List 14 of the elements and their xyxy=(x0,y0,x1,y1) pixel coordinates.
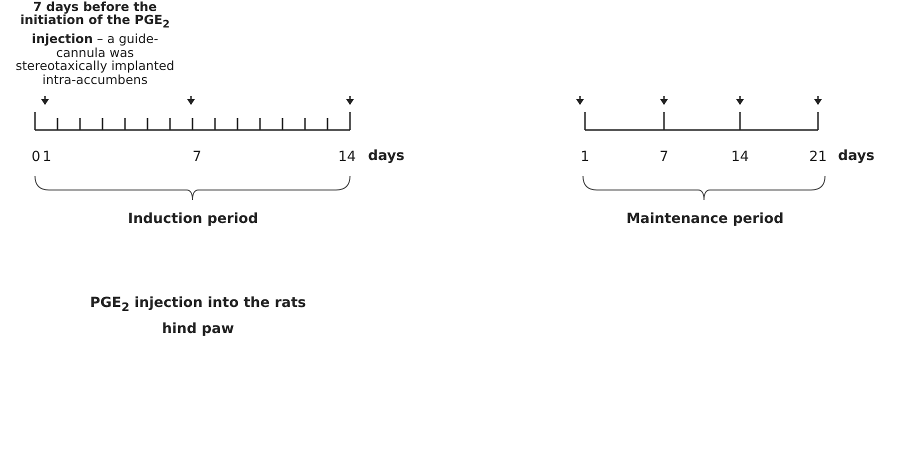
axis-unit: days xyxy=(368,147,404,165)
tick-label: 0 xyxy=(32,148,40,166)
period-label: Induction period xyxy=(128,210,258,228)
tick-label: 1 xyxy=(580,148,590,166)
axis-unit: days xyxy=(838,147,874,165)
caption-text: PGE$_{2}$ injection into the rats hind paw xyxy=(89,294,307,339)
tick-label: 1 xyxy=(42,148,52,166)
note-text: 7 days before the initiation of the PGE$_{2}$ injection – a guide-cannula was stereotaxically implanted intra-accumbens xyxy=(14,0,176,86)
period-label: Maintenance period xyxy=(626,210,784,228)
tick-label: 14 xyxy=(338,148,356,166)
tick-label: 7 xyxy=(660,148,668,166)
tick-label: 7 xyxy=(192,148,202,166)
tick-label: 14 xyxy=(731,148,749,166)
tick-label: 21 xyxy=(809,148,827,166)
